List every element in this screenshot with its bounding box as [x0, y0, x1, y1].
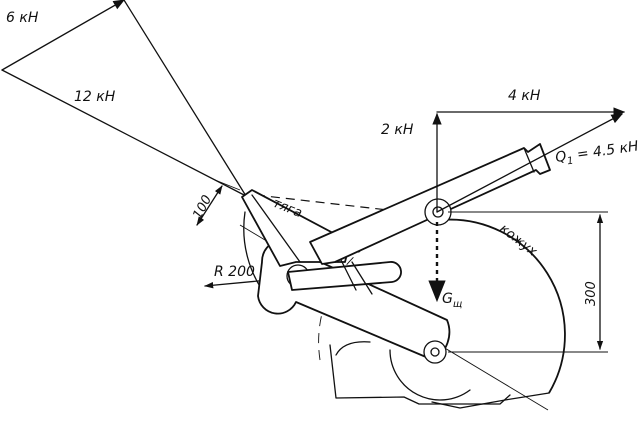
guard-label: кожух [497, 221, 540, 259]
housing-left-curve [335, 341, 371, 356]
dim-100-ext-top [214, 179, 241, 191]
housing-outline [329, 344, 511, 405]
force-q1-sub: 1 [566, 156, 574, 168]
weight-vector: Gщ [428, 222, 462, 310]
slot-link [287, 257, 402, 295]
weight-label: Gщ [442, 291, 462, 310]
force-6kn-label: 6 кН [6, 10, 39, 26]
dim-100-line [196, 185, 223, 226]
force-12kn-line [1, 69, 247, 197]
guard-arc [439, 218, 566, 394]
slot-link-inner-b [339, 257, 357, 291]
force-2kn-label: 2 кН [381, 122, 414, 138]
weight-symbol: G [442, 291, 453, 307]
dimension-100: 100 [190, 179, 241, 226]
force-triangle-left: 6 кН 12 кН [1, 0, 247, 197]
force-q1-arrow [436, 113, 624, 213]
force-6kn-arrow [1, 0, 126, 71]
slot-link-outline [287, 261, 402, 291]
weight-sub: щ [453, 299, 462, 310]
force-resultant-line [123, 0, 247, 197]
saw-axle-inner [430, 347, 440, 357]
housing-lower-arc [389, 349, 471, 401]
force-12kn-label: 12 кН [74, 89, 116, 105]
handle-notch [523, 147, 535, 173]
dim-300-label: 300 [584, 281, 599, 306]
force-q1-symbol: Q [554, 149, 567, 166]
dimension-300: 300 [448, 211, 608, 353]
force-q1-value: = 4.5 кН [572, 138, 640, 163]
dim-100-label: 100 [190, 193, 215, 222]
force-4kn-label: 4 кН [508, 88, 541, 104]
slot-link-inner-a [351, 261, 373, 295]
radius-label: R 200 [214, 264, 255, 280]
bracket-rib [251, 194, 301, 263]
